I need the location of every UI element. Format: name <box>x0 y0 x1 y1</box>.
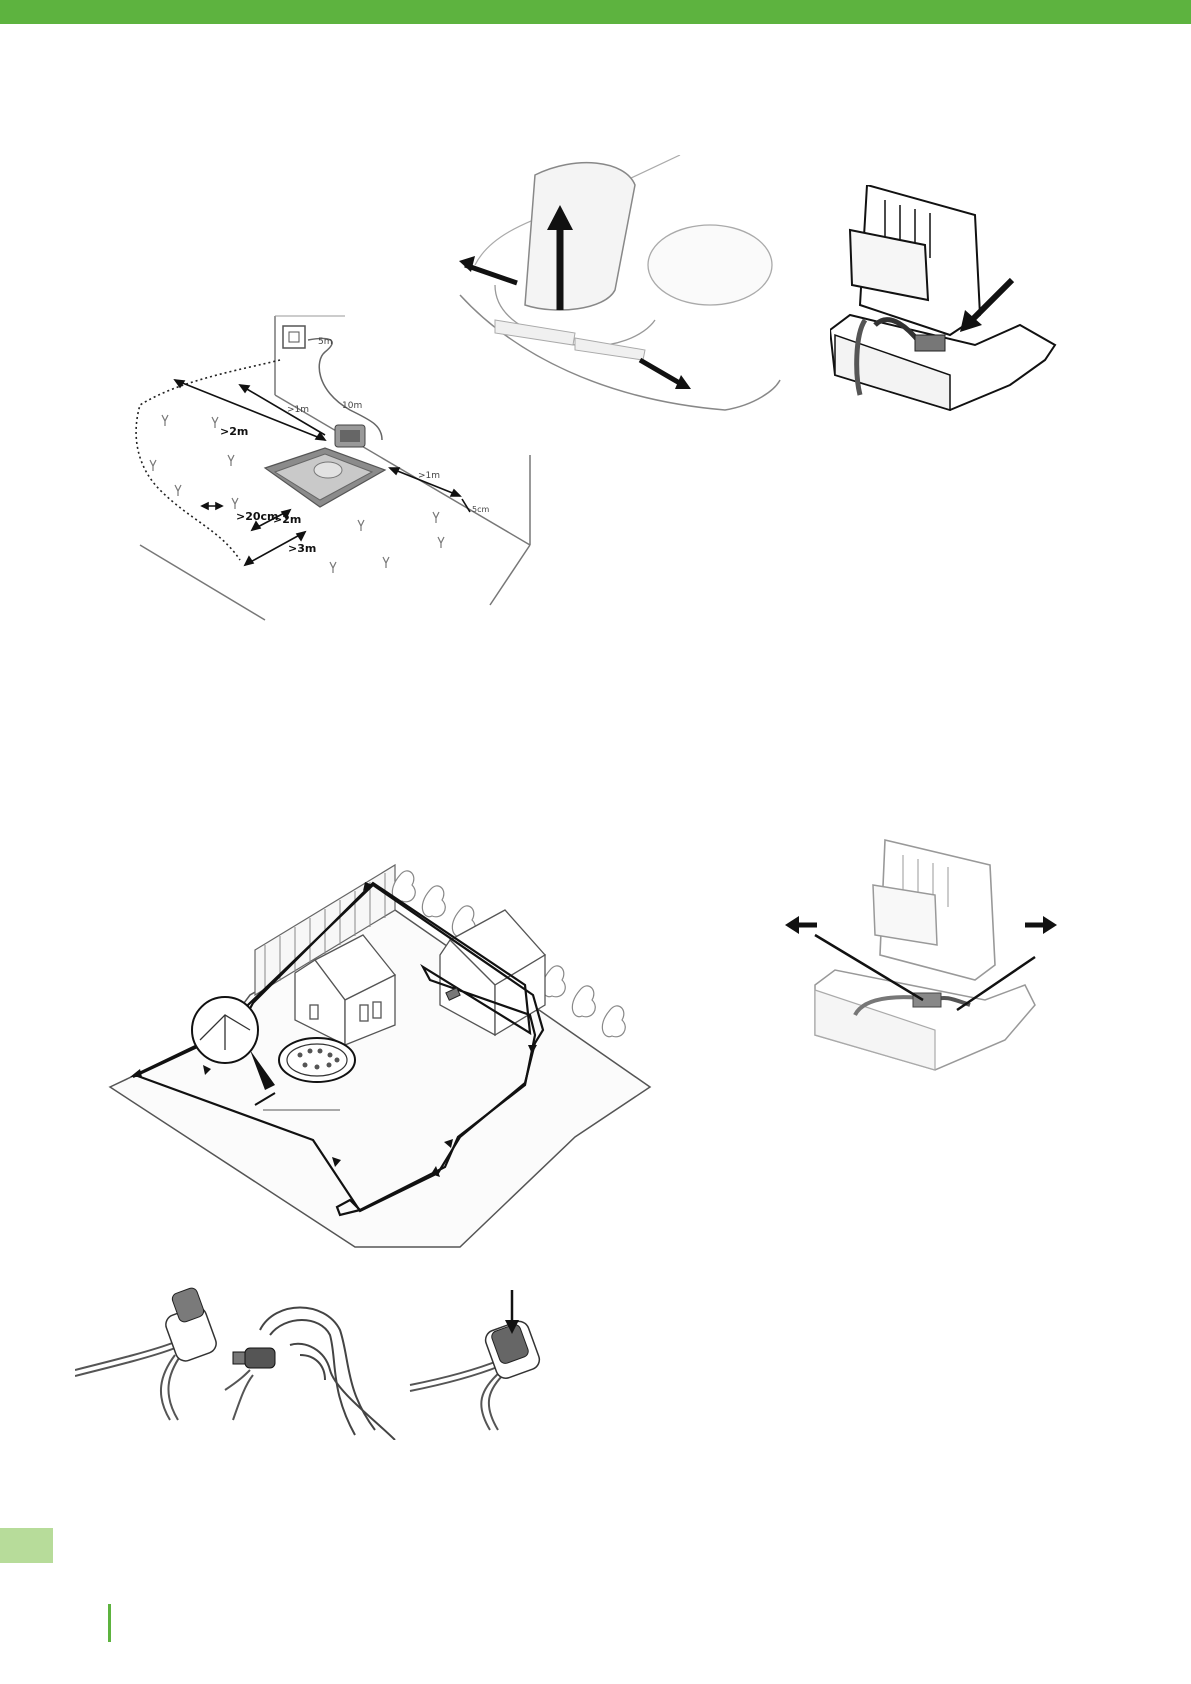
wire-connectors-figure <box>75 1280 595 1440</box>
label-3m: >3m <box>288 542 316 555</box>
garden-wire-layout-figure <box>105 855 685 1255</box>
label-5cm: 5cm <box>472 505 489 514</box>
label-2m-top: >2m <box>220 425 248 438</box>
lift-cover-figure <box>455 155 785 425</box>
arrow-right-icon <box>640 360 691 389</box>
header-accent-bar <box>0 0 1191 24</box>
label-1m-side: >1m <box>418 471 440 481</box>
page-number-tab <box>0 1528 53 1563</box>
arrow-left-icon <box>785 916 817 934</box>
arrow-right-icon <box>1025 916 1057 934</box>
label-1m-back: >1m <box>287 405 309 415</box>
footer-accent-rule <box>108 1604 111 1642</box>
label-20cm: >20cm <box>236 510 279 523</box>
station-connector-figure <box>830 185 1060 430</box>
arrow-left-icon <box>459 256 517 283</box>
station-wire-exit-figure <box>785 835 1060 1080</box>
label-10m: 10m <box>342 401 362 411</box>
label-5m: 5m <box>318 337 333 347</box>
